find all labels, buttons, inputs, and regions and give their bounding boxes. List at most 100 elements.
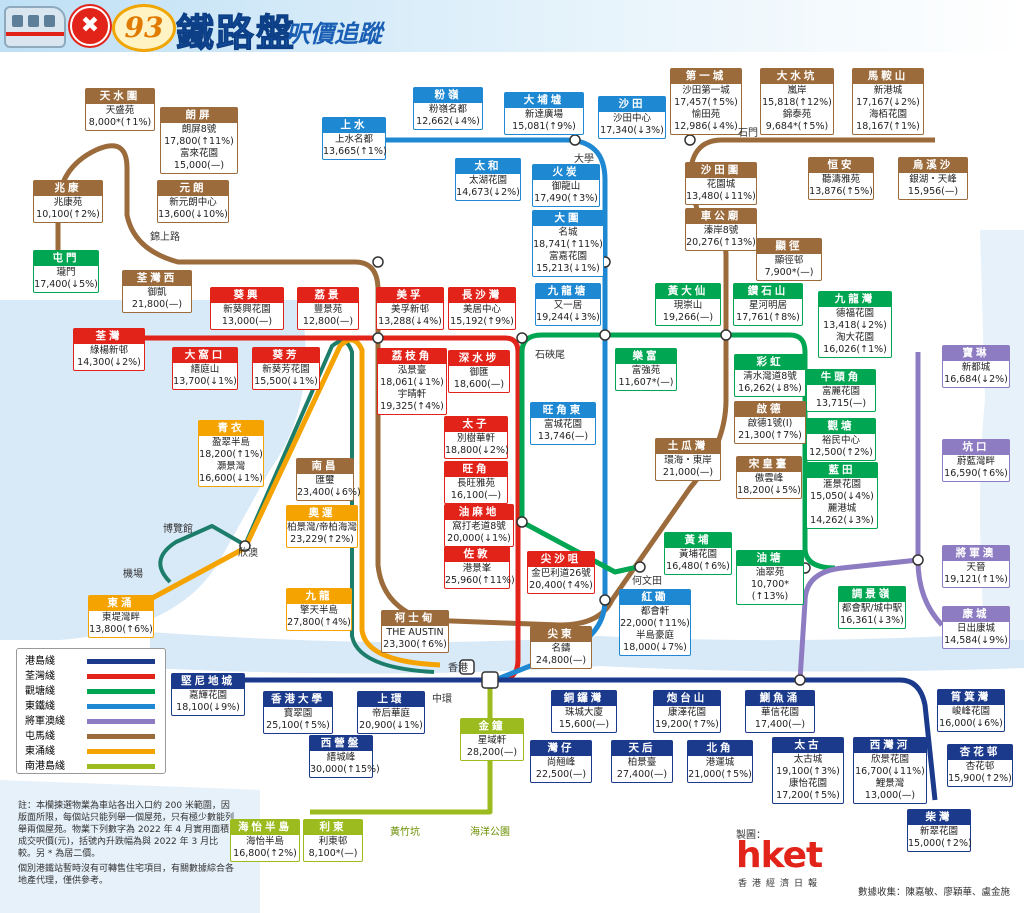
map-place-label: 中環 [432,694,452,705]
estate-name: 柏景灣/帝柏海灣 [287,522,357,533]
water-south [0,780,260,913]
map-place-label: 機場 [123,569,143,580]
station-name: 車公廟 [686,209,756,224]
estate-name: 美孚新邨 [390,304,429,315]
legend-swatch [87,689,155,694]
estate-name: 現崇山 [673,300,703,311]
estate-name: 星河明居 [748,300,787,311]
estate-price: 19,121(↑1%) [944,574,1008,585]
station-name: 堅尼地城 [172,674,244,689]
estate-price: 15,081(↑9%) [512,121,576,132]
station-name: 康城 [943,607,1009,622]
station-name: 元朗 [158,181,228,196]
estate-name: 沙田第一城 [682,85,730,96]
estate-name: 東堤灣畔 [101,612,140,623]
legend-item: 屯馬綫 [25,730,155,744]
mtr-logo-icon: ✖ [70,6,110,46]
estate-price: 19,325(↑4%) [380,401,444,412]
estate-price: 17,457(↑5%) [674,97,738,108]
estate-price: 16,684(↓2%) [944,374,1008,385]
station-name: 柴灣 [908,810,970,825]
legend-swatch [87,719,155,724]
estate-name: 錦泰苑 [782,109,812,120]
station-name: 葵興 [211,288,283,303]
station-name: 炮台山 [654,691,720,706]
station-name: 上環 [358,692,424,707]
estate-name: 蔚藍灣畔 [956,456,995,467]
estate-name: 天盛苑 [105,105,135,116]
estate-price: 21,000(—) [662,467,714,478]
estate-name: 美居中心 [462,304,501,315]
estate-name: 嘉輝花園 [188,690,227,701]
estate-price: 15,050(↓4%) [810,491,874,502]
estate-price: 15,818(↑12%) [762,97,832,108]
station-name: 西灣河 [854,738,926,753]
estate-price: 16,700(↓11%) [855,766,925,777]
estate-name: 顯徑邨 [774,255,804,266]
station-name: 調景嶺 [839,587,905,602]
estate-name: 名鑄 [551,643,571,654]
map-place-label: 黃竹坑 [390,827,420,838]
station-name: 恒安 [809,158,873,173]
estate-price: 17,340(↓3%) [600,125,664,136]
estate-price: 14,262(↓3%) [810,515,874,526]
station-name: 大圍 [533,211,603,226]
made-by-label: 製圖： [736,830,766,841]
estate-name: 油翠苑 [755,567,785,578]
station-name: 彩虹 [735,355,805,370]
estate-price: 17,490(↑3%) [534,193,598,204]
estate-price: 20,000(↓1%) [447,533,511,544]
map-place-label: 石硤尾 [535,350,565,361]
estate-name: 富嘉花園 [548,251,587,262]
issue-badge: 93 [112,4,176,52]
station-name: 天水圍 [86,89,154,104]
estate-price: 14,584(↓9%) [944,635,1008,646]
estate-price: 13,700(↓1%) [173,376,237,387]
legend-item: 將軍澳綫 [25,715,155,729]
footnote: 註：本欄揀選物業為車站各出入口約 200 米範圍，因版面所限，每個站只能列舉一個… [18,800,236,890]
estate-name: 縉城峰 [326,752,356,763]
kwun-tong-line [519,332,836,575]
station-name: 太古 [773,738,843,753]
estate-name: 兆康苑 [53,197,83,208]
estate-name: 欣景花園 [870,754,909,765]
estate-name: 新葵興花園 [223,304,271,315]
credit-block: 製圖： hket 香港經濟日報 [736,826,876,889]
estate-price: 13,600(↓10%) [158,209,228,220]
estate-name: 新達廣場 [524,109,563,120]
estate-name: 康怡花園 [788,778,827,789]
estate-price: 15,192(↑9%) [450,316,514,327]
line-legend: 港島綫 荃灣綫 觀塘綫 東鐵綫 將軍澳綫 屯馬綫 東涌綫 南港島綫 [16,648,166,774]
estate-name: 盈翠半島 [211,437,250,448]
map-place-label: 石門 [738,128,758,139]
estate-name: 傲雲峰 [754,473,784,484]
estate-price: 27,400(—) [616,769,668,780]
estate-price: 21,000(↑5%) [688,769,752,780]
estate-name: 日出康城 [956,623,995,634]
estate-name: 御凱 [147,287,167,298]
station-name: 杏花邨 [948,745,1012,760]
station-name: 太和 [456,159,520,174]
legend-item: 南港島綫 [25,760,155,774]
estate-name: 新翠花園 [919,826,958,837]
station-name: 啟德 [735,402,805,417]
